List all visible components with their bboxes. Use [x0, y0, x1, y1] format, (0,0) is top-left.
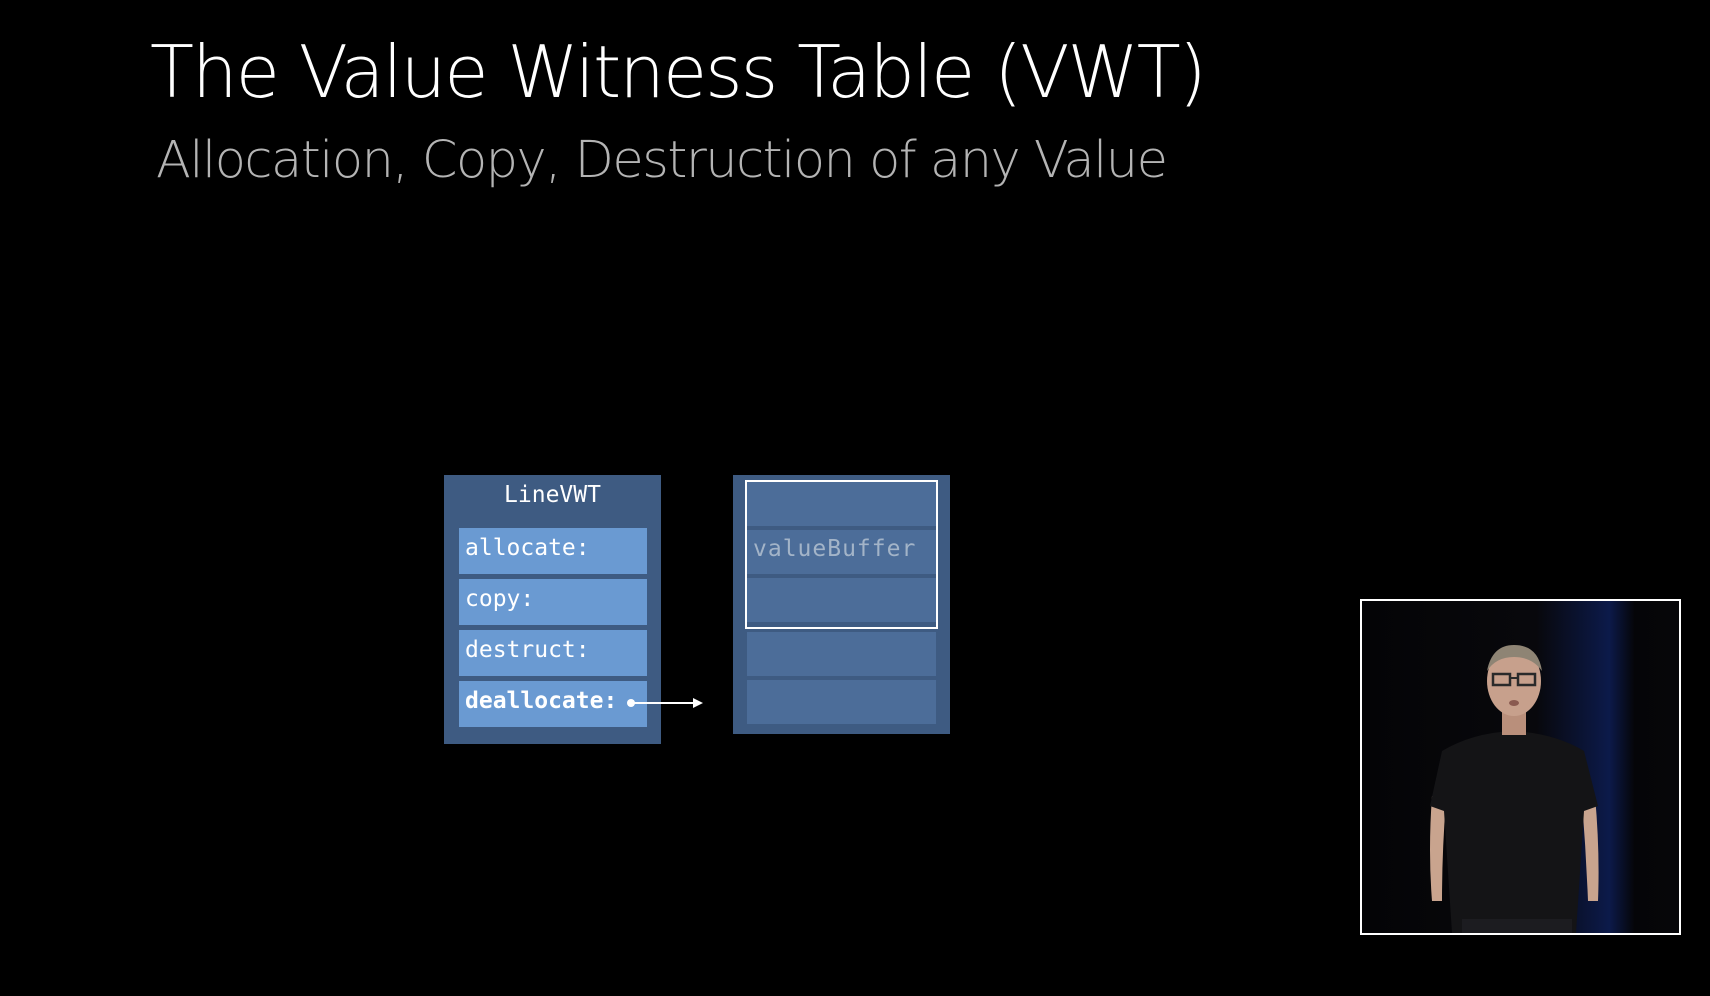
value-buffer-outline [745, 480, 938, 629]
vwt-table-name: LineVWT [504, 482, 601, 508]
arrowhead-icon [693, 698, 703, 708]
slide-title: The Value Witness Table (VWT) [150, 30, 1207, 114]
vwt-slot-deallocate: deallocate: [459, 681, 647, 727]
buffer-cell [747, 632, 936, 676]
existential-container: valueBuffer [733, 475, 950, 734]
buffer-cell [747, 680, 936, 724]
pointer-arrow [627, 698, 703, 708]
buffer-cell [747, 578, 936, 622]
value-buffer-label: valueBuffer [753, 536, 917, 562]
slide-subtitle: Allocation, Copy, Destruction of any Val… [156, 131, 1168, 190]
buffer-cell [747, 482, 936, 526]
vwt-slot-destruct: destruct: [459, 630, 647, 676]
vwt-slot-copy: copy: [459, 579, 647, 625]
vwt-slot-allocate: allocate: [459, 528, 647, 574]
presenter-image [1362, 601, 1679, 933]
presenter-video-inset [1360, 599, 1681, 935]
buffer-cell [747, 530, 936, 574]
line-vwt-table: LineVWT allocate: copy: destruct: deallo… [444, 475, 661, 744]
